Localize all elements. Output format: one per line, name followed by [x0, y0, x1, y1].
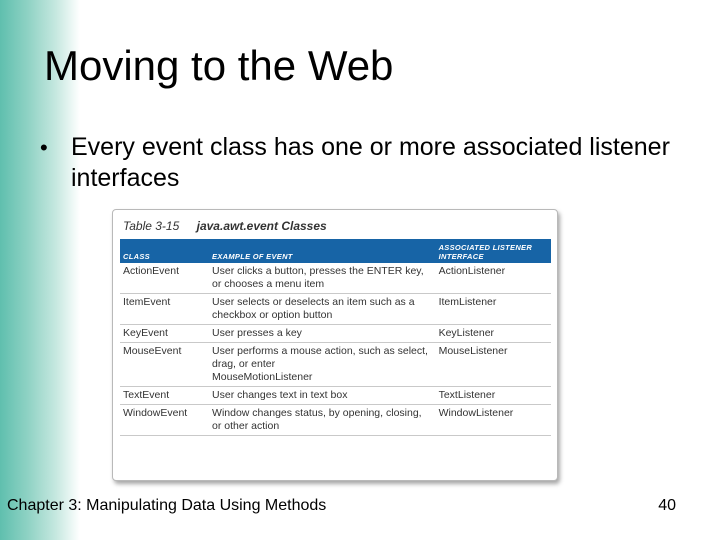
table-cell: KeyListener	[435, 324, 551, 343]
bullet-dot: •	[40, 135, 48, 160]
table-row: KeyEvent User presses a key KeyListener	[120, 324, 551, 343]
table-caption: Table 3-15 java.awt.event Classes	[123, 219, 327, 233]
table-row: MouseEvent User performs a mouse action,…	[120, 342, 551, 387]
table-cell: ItemListener	[435, 293, 551, 325]
footer-chapter: Chapter 3: Manipulating Data Using Metho…	[7, 497, 327, 514]
table-cell: User changes text in text box	[209, 386, 436, 405]
bullet-item: • Every event class has one or more asso…	[40, 132, 680, 194]
table-cell: ActionEvent	[120, 263, 210, 294]
table-cell: TextEvent	[120, 386, 210, 405]
table-cell: ItemEvent	[120, 293, 210, 325]
table-row: ActionEvent User clicks a button, presse…	[120, 263, 551, 294]
table-cell: MouseListener	[435, 342, 551, 387]
header-class: CLASS	[120, 239, 210, 263]
table-cell: User selects or deselects an item such a…	[209, 293, 436, 325]
table-row: WindowEvent Window changes status, by op…	[120, 404, 551, 436]
header-example-of-event: EXAMPLE OF EVENT	[209, 239, 436, 263]
table-cell: TextListener	[435, 386, 551, 405]
table-caption-number: Table 3-15	[123, 219, 180, 233]
table-cell-line: MouseMotionListener	[212, 371, 313, 383]
slide-title: Moving to the Web	[44, 42, 394, 89]
bullet-text: Every event class has one or more associ…	[71, 133, 670, 192]
header-associated-listener: ASSOCIATED LISTENER INTERFACE	[435, 239, 551, 263]
table-cell: KeyEvent	[120, 324, 210, 343]
table-row: TextEvent User changes text in text box …	[120, 386, 551, 405]
table-caption-title: java.awt.event Classes	[196, 219, 327, 233]
table-cell: Window changes status, by opening, closi…	[209, 404, 436, 436]
table-header-row: CLASS EXAMPLE OF EVENT ASSOCIATED LISTEN…	[120, 239, 551, 263]
table-cell: WindowEvent	[120, 404, 210, 436]
table-row: ItemEvent User selects or deselects an i…	[120, 293, 551, 325]
table-cell-line: User performs a mouse action, such as se…	[212, 345, 428, 370]
table-cell: ActionListener	[435, 263, 551, 294]
footer-page-number: 40	[658, 497, 676, 514]
table-figure: Table 3-15 java.awt.event Classes CLASS …	[112, 209, 558, 481]
table-cell: User clicks a button, presses the ENTER …	[209, 263, 436, 294]
table-cell: MouseEvent	[120, 342, 210, 387]
table-cell: User presses a key	[209, 324, 436, 343]
decorative-left-band	[0, 0, 80, 540]
event-classes-table: CLASS EXAMPLE OF EVENT ASSOCIATED LISTEN…	[120, 239, 551, 436]
table-cell: User performs a mouse action, such as se…	[209, 342, 436, 387]
table-cell: WindowListener	[435, 404, 551, 436]
